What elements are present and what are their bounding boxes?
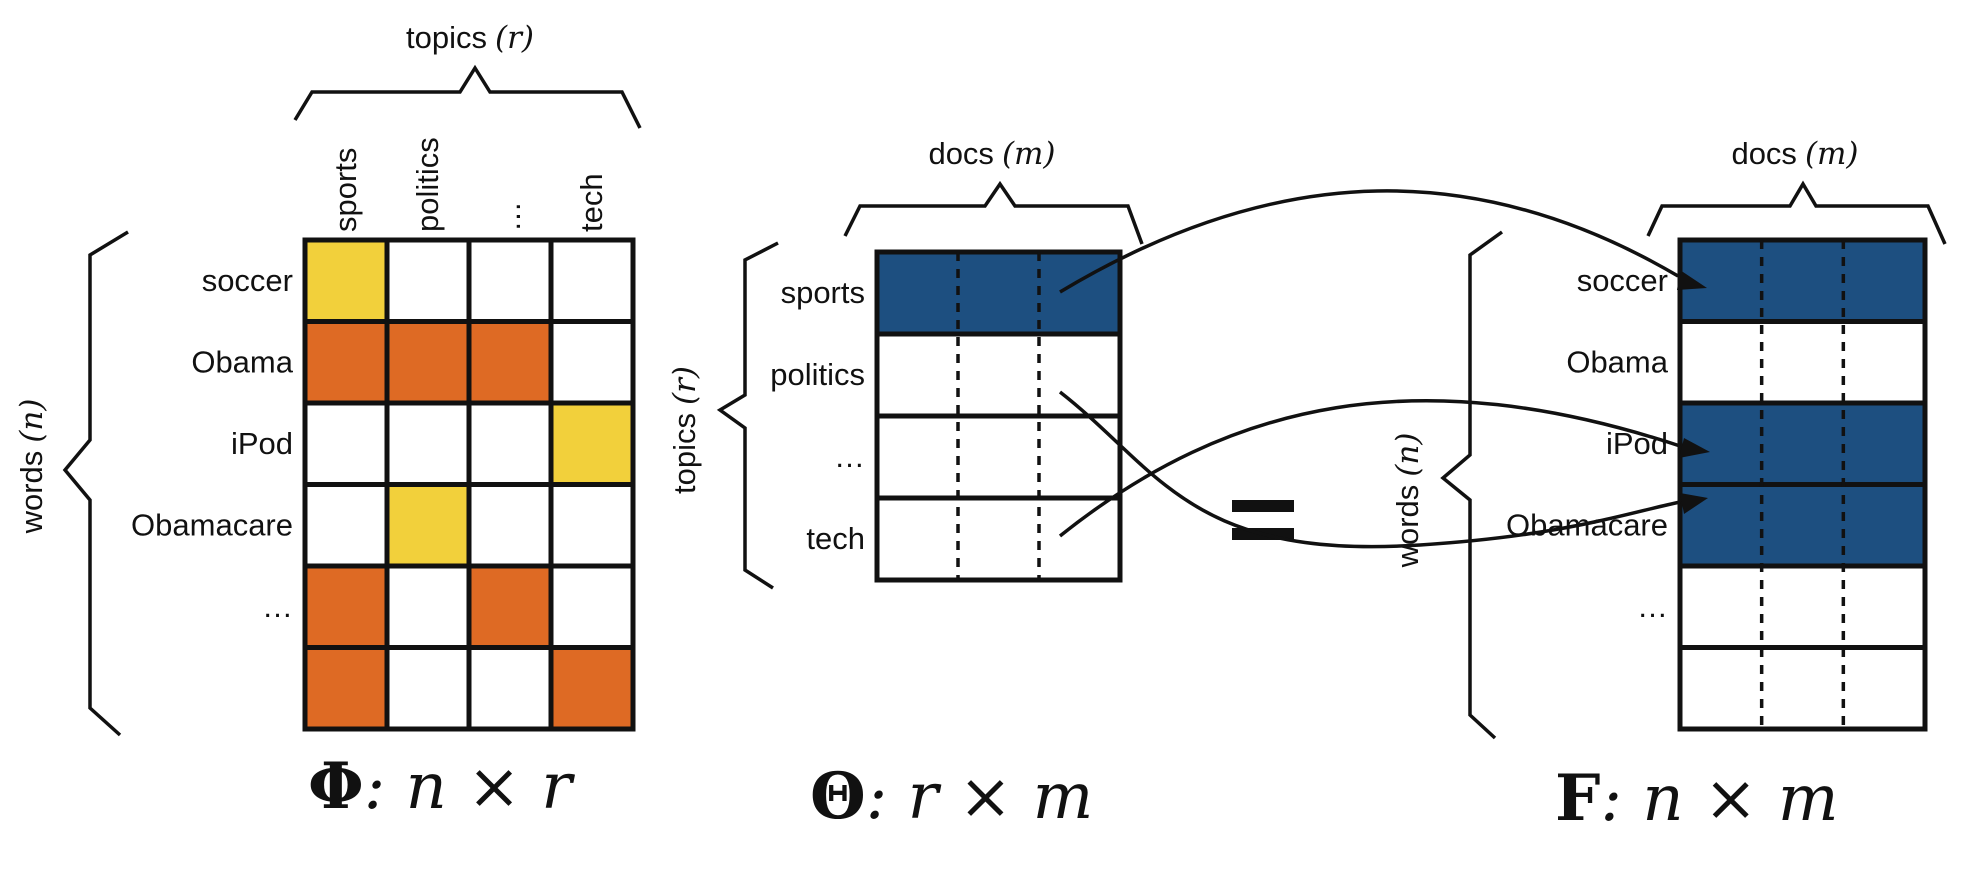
arrow-head-obamacare (1680, 493, 1708, 514)
theta-row (874, 495, 1123, 583)
arrow-sports-to-soccer (1059, 189, 1679, 294)
f-matrix: docs(m) words(n) soccerObamaiPodObamacar… (1390, 136, 1947, 836)
phi-cell (548, 482, 636, 569)
f-row (1677, 400, 1928, 487)
f-row-labels: soccerObamaiPodObamacare… (1506, 263, 1669, 624)
phi-cell (302, 482, 390, 569)
theta-docs-axis-label: docs(m) (928, 136, 1055, 172)
phi-matrix: topics(r) sports politics … tech soccerObam… (14, 20, 642, 824)
f-rows (1677, 237, 1928, 732)
phi-row-label: iPod (231, 426, 293, 461)
theta-row-label: … (834, 439, 865, 474)
phi-cell (466, 319, 554, 406)
theta-topics-axis-label: topics(r) (667, 366, 703, 494)
f-row (1677, 482, 1928, 569)
theta-row-label: sports (781, 275, 865, 310)
phi-cell (384, 237, 472, 324)
phi-caption: Φ: n × r (308, 749, 575, 824)
phi-cell (548, 237, 636, 324)
phi-cell (466, 645, 554, 732)
phi-topics-axis-label: topics(r) (406, 20, 534, 56)
f-row (1677, 563, 1928, 650)
phi-cell (302, 319, 390, 406)
arrow-tech-to-ipod (1058, 399, 1681, 538)
f-row-label: soccer (1577, 263, 1668, 298)
theta-caption: Θ: r × m (810, 759, 1093, 834)
phi-cell (302, 645, 390, 732)
phi-column-labels: sports politics … tech (328, 137, 609, 232)
phi-row-label: … (262, 589, 293, 624)
phi-cell (384, 400, 472, 487)
phi-words-axis-label: words(n) (14, 399, 50, 535)
arrow-head-soccer (1677, 270, 1707, 290)
phi-cells (302, 237, 636, 732)
phi-row-label: Obama (191, 344, 293, 379)
f-docs-axis-label: docs(m) (1731, 136, 1858, 172)
phi-cell (302, 400, 390, 487)
phi-cell (466, 400, 554, 487)
phi-cell (384, 482, 472, 569)
mapping-arrows (1058, 189, 1710, 549)
theta-row-label: politics (770, 357, 865, 392)
phi-cell (548, 563, 636, 650)
phi-column-label: politics (410, 137, 445, 232)
phi-cell (466, 482, 554, 569)
theta-row-label: tech (806, 521, 865, 556)
phi-column-label: sports (328, 148, 363, 232)
f-row-label: … (1637, 589, 1668, 624)
phi-row-label: Obamacare (131, 507, 293, 542)
theta-docs-brace (843, 180, 1144, 245)
theta-topics-brace (716, 241, 779, 590)
theta-row (874, 413, 1123, 501)
f-row (1677, 645, 1928, 732)
theta-row-labels: sports politics … tech (770, 275, 865, 556)
f-docs-brace (1646, 180, 1947, 245)
phi-cell (302, 237, 390, 324)
phi-column-label: … (492, 201, 527, 232)
theta-row (874, 331, 1123, 419)
phi-cell (302, 563, 390, 650)
theta-matrix: docs(m) topics(r) sports politics … tech Θ:… (667, 136, 1144, 834)
phi-column-label: tech (574, 173, 609, 232)
arrow-politics-to-obamacare (1058, 390, 1681, 549)
f-words-axis-label: words(n) (1390, 433, 1426, 569)
theta-rows (874, 249, 1123, 583)
f-row-label: Obama (1566, 344, 1668, 379)
phi-cell (548, 645, 636, 732)
phi-cell (466, 563, 554, 650)
f-caption: F: n × m (1555, 761, 1839, 836)
f-row (1677, 319, 1928, 406)
phi-cell (384, 319, 472, 406)
f-words-brace (1440, 230, 1504, 740)
arrow-head-ipod (1679, 438, 1710, 458)
f-row (1677, 237, 1928, 324)
phi-words-brace (62, 230, 129, 737)
theta-row (874, 249, 1123, 337)
phi-row-label: soccer (202, 263, 293, 298)
phi-cell (384, 563, 472, 650)
phi-cell (466, 237, 554, 324)
phi-cell (548, 400, 636, 487)
phi-topics-brace (293, 64, 642, 129)
phi-cell (384, 645, 472, 732)
phi-cell (548, 319, 636, 406)
